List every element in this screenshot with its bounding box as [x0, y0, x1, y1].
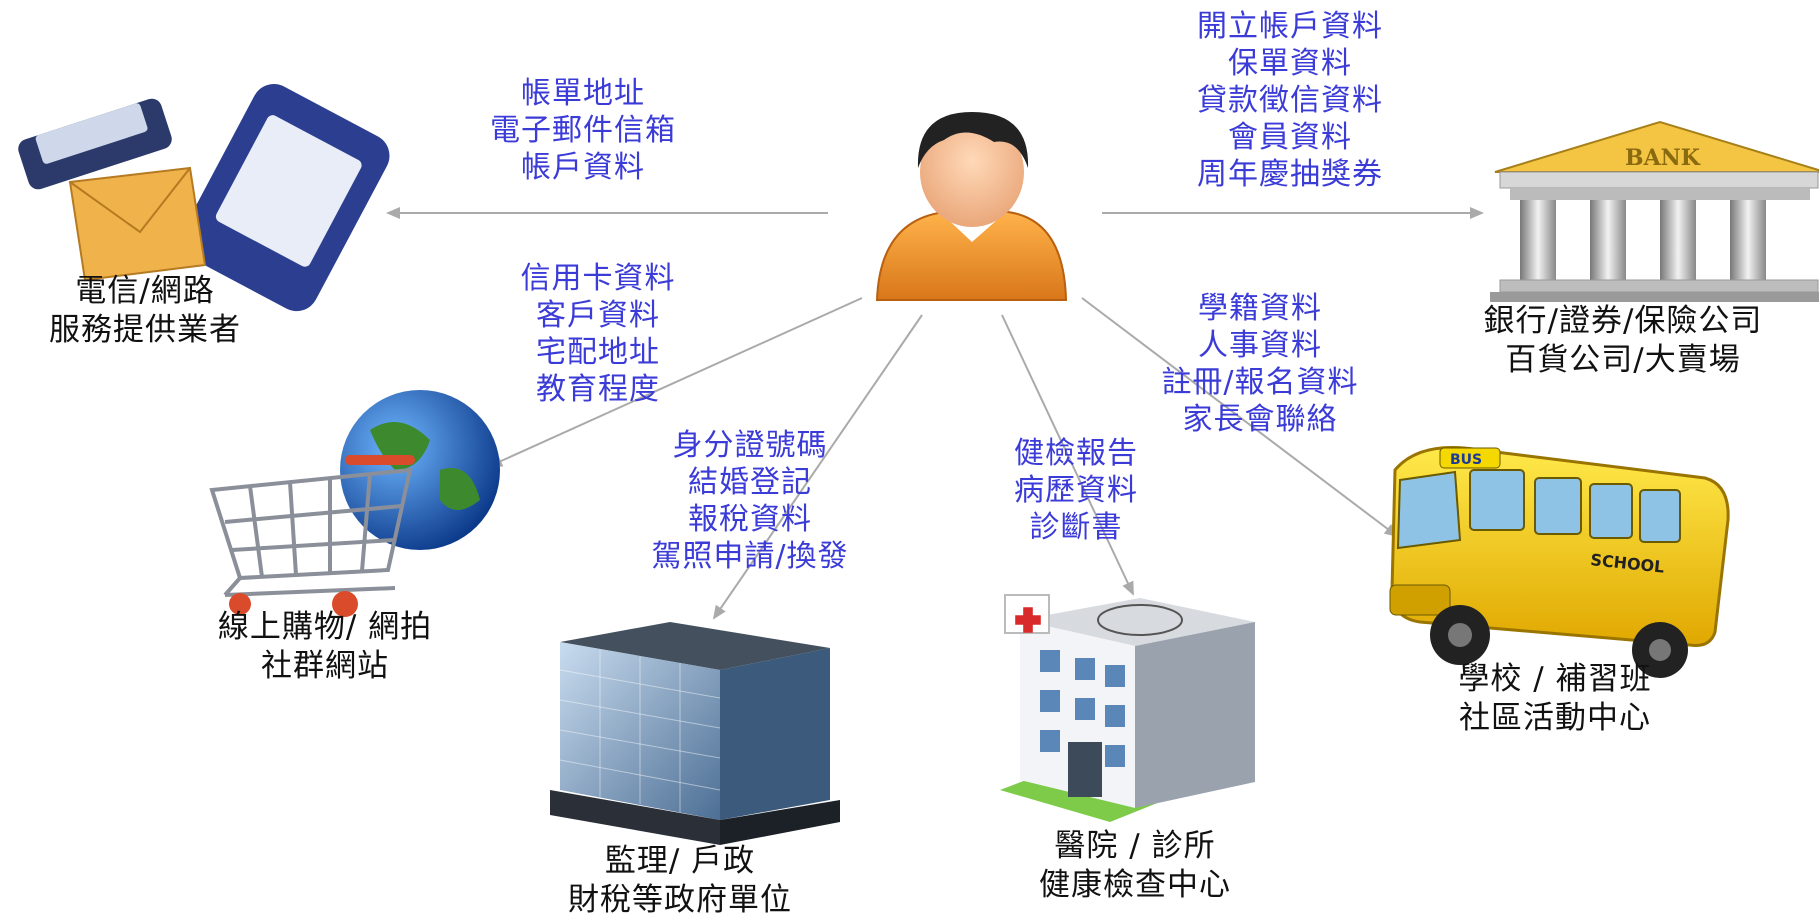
hospital-icon: [1000, 594, 1255, 822]
data-list-hospital: 健檢報告 病歷資料 診斷書: [966, 435, 1186, 546]
arrow-to-school: [1081, 297, 1399, 538]
entity-label-line: 服務提供業者: [49, 312, 241, 348]
arrow-to-hospital: [1001, 314, 1134, 596]
data-list-government: 身分證號碼 結婚登記 報稅資料 駕照申請/換發: [600, 427, 900, 575]
data-item: 健檢報告: [1014, 436, 1138, 471]
data-item: 會員資料: [1228, 120, 1352, 155]
data-item: 客戶資料: [536, 298, 660, 333]
office-building-icon: [550, 622, 840, 845]
data-item: 信用卡資料: [520, 261, 676, 296]
bank-icon: BANK: [1490, 120, 1819, 302]
entity-label-line: 百貨公司/大賣場: [1505, 342, 1741, 378]
person-icon: [875, 112, 1068, 301]
entity-label-school: 學校 / 補習班 社區活動中心: [1400, 660, 1710, 738]
arrow-to-government: [712, 314, 923, 620]
data-item: 病歷資料: [1014, 473, 1138, 508]
bank-sign: BANK: [1625, 145, 1701, 171]
data-item: 宅配地址: [536, 335, 660, 370]
arrow-to-shopping: [488, 297, 863, 467]
data-list-school: 學籍資料 人事資料 註冊/報名資料 家長會聯絡: [1110, 290, 1410, 438]
data-item: 開立帳戶資料: [1197, 9, 1383, 44]
data-item: 診斷書: [1029, 510, 1123, 545]
entity-label-line: 學校 / 補習班: [1458, 661, 1652, 697]
entity-label-line: 社群網站: [261, 648, 389, 684]
entity-label-line: 健康檢查中心: [1039, 867, 1231, 903]
entity-label-government: 監理/ 戶政 財稅等政府單位: [520, 842, 840, 920]
data-item: 周年慶抽獎券: [1197, 157, 1383, 192]
arrows: [386, 207, 1484, 620]
data-item: 教育程度: [536, 372, 660, 407]
entity-label-telecom: 電信/網路 服務提供業者: [0, 272, 290, 350]
entity-label-line: 電信/網路: [75, 273, 215, 309]
data-item: 帳單地址: [521, 76, 645, 111]
entity-label-line: 銀行/證券/保險公司: [1483, 303, 1763, 339]
entity-label-line: 線上購物/ 網拍: [217, 609, 433, 645]
data-item: 駕照申請/換發: [651, 539, 849, 574]
data-item: 電子郵件信箱: [490, 113, 676, 148]
data-item: 報稅資料: [688, 502, 812, 537]
data-item: 結婚登記: [688, 465, 812, 500]
data-list-bank: 開立帳戶資料 保單資料 貸款徵信資料 會員資料 周年慶抽獎券: [1140, 8, 1440, 193]
data-item: 學籍資料: [1198, 291, 1322, 326]
data-item: 保單資料: [1228, 46, 1352, 81]
entity-label-shopping: 線上購物/ 網拍 社群網站: [170, 608, 480, 686]
entity-label-line: 財稅等政府單位: [568, 882, 792, 918]
school-bus-icon: BUS SCHOOL: [1389, 446, 1730, 678]
data-item: 帳戶資料: [521, 150, 645, 185]
data-item: 家長會聯絡: [1182, 402, 1338, 437]
globe-cart-icon: [209, 390, 500, 617]
entity-label-bank: 銀行/證券/保險公司 百貨公司/大賣場: [1430, 302, 1816, 380]
entity-label-hospital: 醫院 / 診所 健康檢查中心: [990, 827, 1280, 905]
data-list-telecom: 帳單地址 電子郵件信箱 帳戶資料: [433, 75, 733, 186]
data-item: 身分證號碼: [672, 428, 828, 463]
svg-text:BUS: BUS: [1450, 452, 1482, 468]
entity-label-line: 監理/ 戶政: [604, 843, 756, 879]
entity-label-line: 社區活動中心: [1459, 700, 1651, 736]
data-list-shopping: 信用卡資料 客戶資料 宅配地址 教育程度: [478, 260, 718, 408]
entity-label-line: 醫院 / 診所: [1054, 828, 1216, 864]
phone-mail-icon: [18, 84, 390, 312]
data-item: 貸款徵信資料: [1197, 83, 1383, 118]
data-item: 人事資料: [1198, 328, 1322, 363]
data-item: 註冊/報名資料: [1161, 365, 1359, 400]
